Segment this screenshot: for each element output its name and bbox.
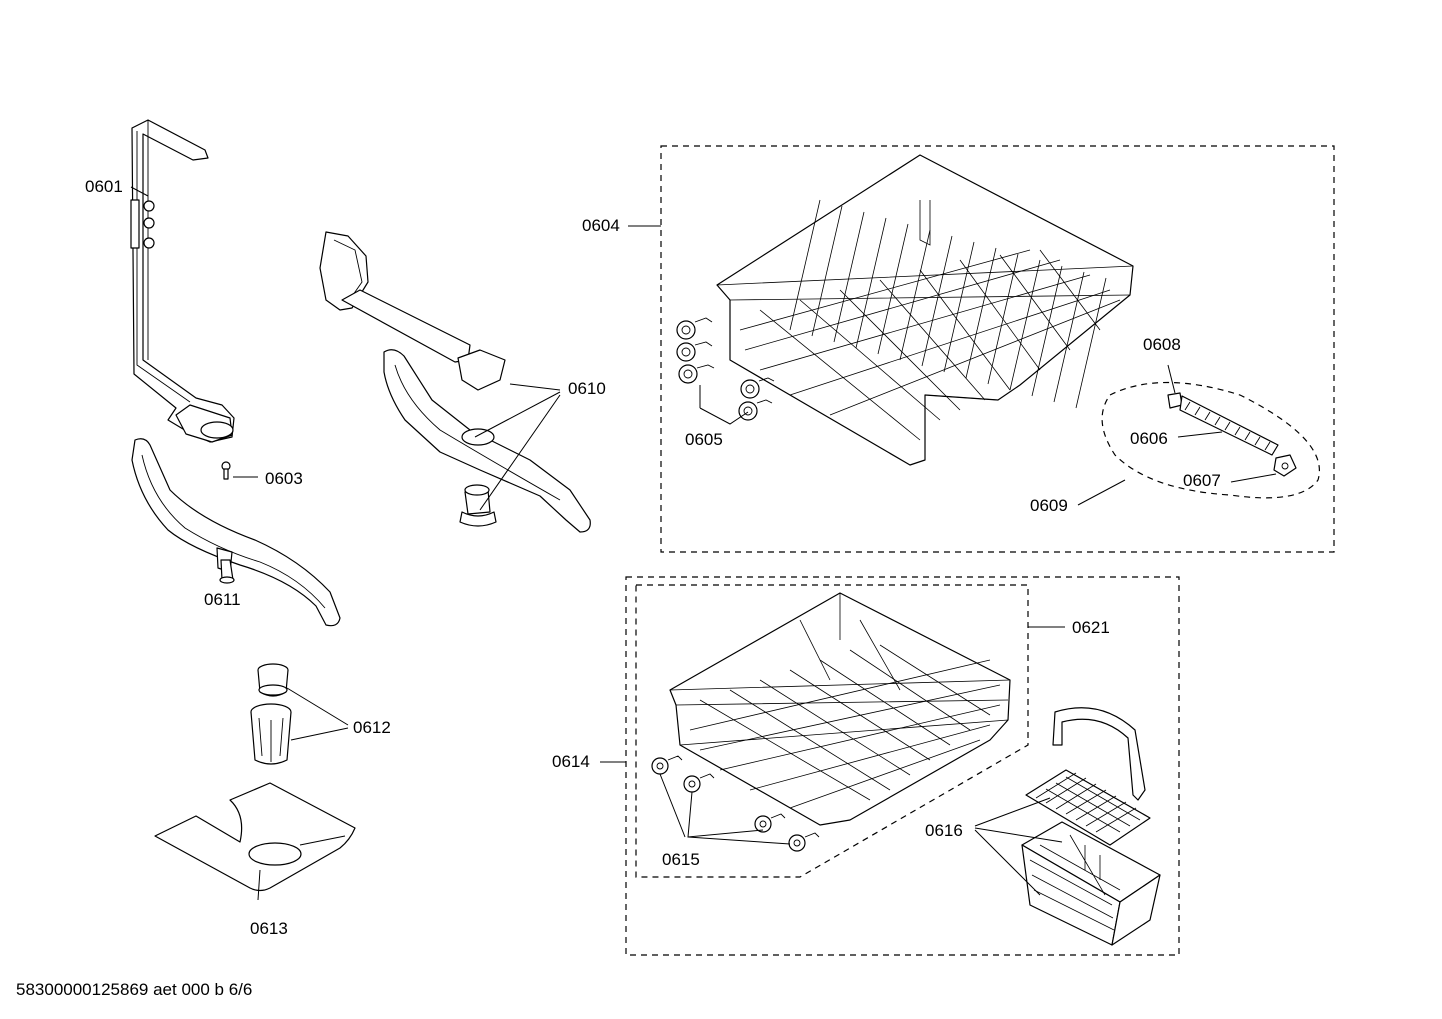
label-0614: 0614 bbox=[552, 752, 590, 771]
label-0601: 0601 bbox=[85, 177, 123, 196]
label-0615: 0615 bbox=[662, 850, 700, 869]
supply-pipe-0601 bbox=[130, 119, 235, 443]
label-0604: 0604 bbox=[582, 216, 620, 235]
label-0610: 0610 bbox=[568, 379, 606, 398]
label-0607: 0607 bbox=[1183, 471, 1221, 490]
label-0608: 0608 bbox=[1143, 335, 1181, 354]
label-0606: 0606 bbox=[1130, 429, 1168, 448]
screw-0603 bbox=[221, 461, 231, 480]
filter-set-0612 bbox=[250, 663, 292, 765]
label-0612: 0612 bbox=[353, 718, 391, 737]
upper-spray-arm-0610 bbox=[319, 231, 591, 533]
label-0616: 0616 bbox=[925, 821, 963, 840]
upper-rack-0604 bbox=[716, 154, 1134, 466]
rack-adjuster-parts bbox=[1167, 392, 1297, 477]
label-0611: 0611 bbox=[204, 590, 241, 609]
lower-rack-wheels-0615 bbox=[651, 755, 820, 852]
lower-rack-0614 bbox=[669, 592, 1011, 826]
cutlery-basket-0616 bbox=[1021, 707, 1161, 946]
label-0603: 0603 bbox=[265, 469, 303, 488]
lower-rack-group-box bbox=[625, 576, 1180, 956]
rack-small-parts-group-outline bbox=[1101, 381, 1320, 499]
label-0613: 0613 bbox=[250, 919, 288, 938]
document-reference-footer: 58300000125869 aet 000 b 6/6 bbox=[16, 980, 253, 999]
leader-lines bbox=[130, 186, 1277, 901]
lower-rack-inner-box bbox=[635, 584, 1029, 878]
filter-plate-0613 bbox=[154, 782, 356, 892]
rack-wheels-0605 bbox=[676, 317, 775, 421]
label-0609: 0609 bbox=[1030, 496, 1068, 515]
lower-spray-arm-0611 bbox=[131, 438, 341, 627]
label-0605: 0605 bbox=[685, 430, 723, 449]
label-0621: 0621 bbox=[1072, 618, 1110, 637]
